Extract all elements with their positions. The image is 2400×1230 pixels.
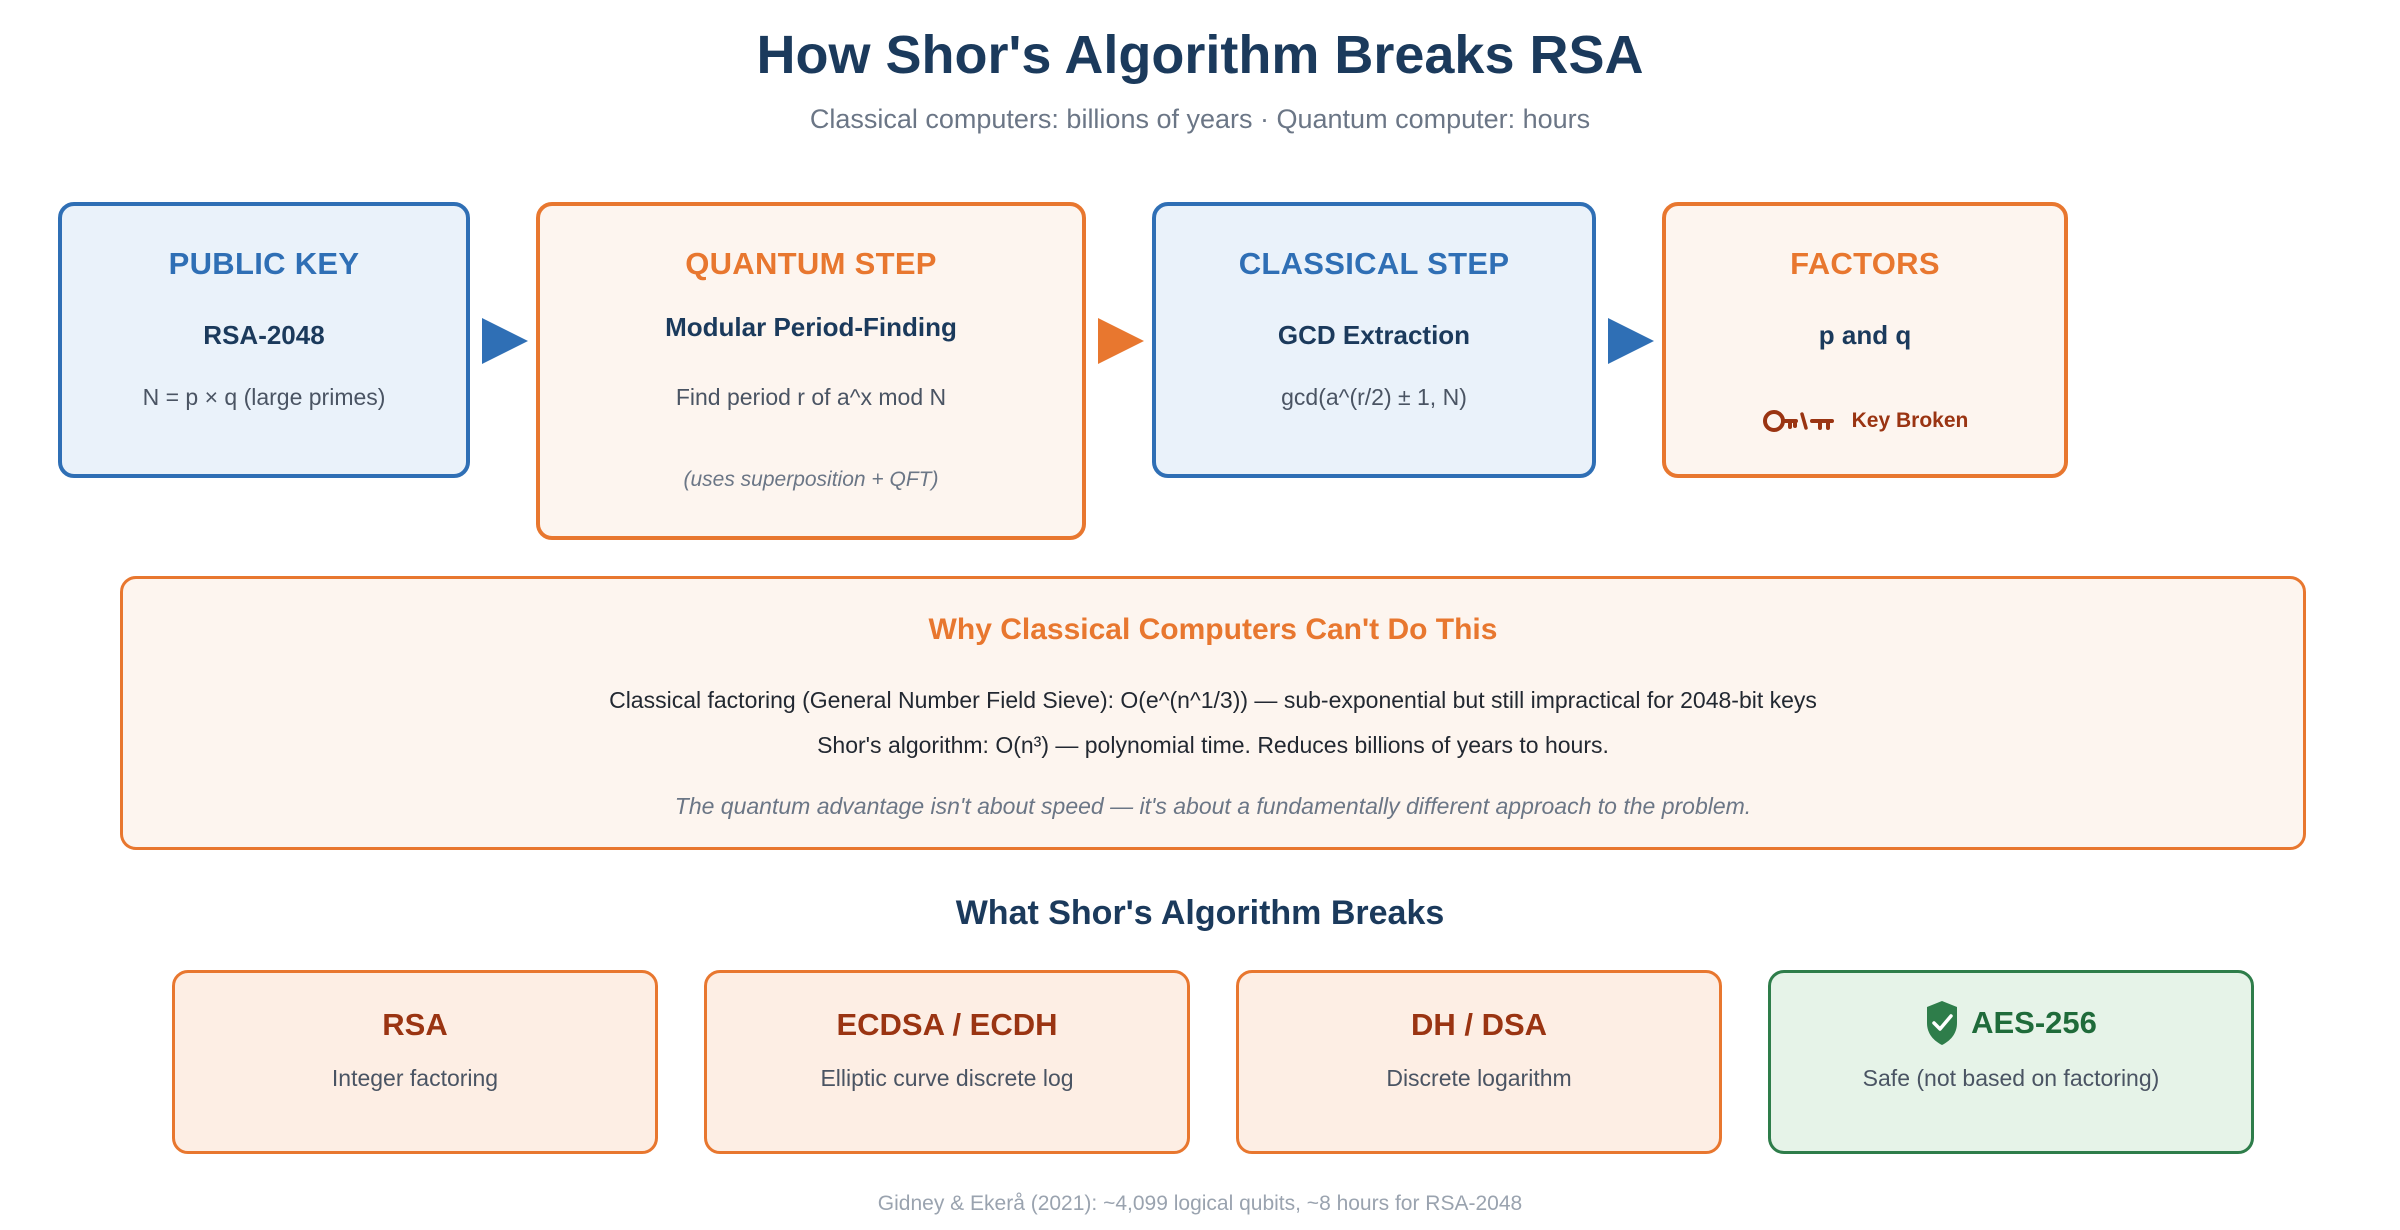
safe-card-aes: AES-256 Safe (not based on factoring) [1768, 970, 2254, 1154]
public-key-heading: PUBLIC KEY [168, 246, 360, 281]
why-classical-box: Why Classical Computers Can't Do This Cl… [120, 576, 2306, 850]
breaks-title: What Shor's Algorithm Breaks [955, 894, 1445, 932]
why-heading: Why Classical Computers Can't Do This [928, 613, 1498, 646]
break-card-ecdsa: ECDSA / ECDH Elliptic curve discrete log [704, 970, 1190, 1154]
classical-step-subheading: GCD Extraction [1277, 320, 1471, 350]
aes-title-row: AES-256 [1771, 999, 2251, 1047]
quantum-step-heading: QUANTUM STEP [685, 246, 937, 281]
footnote: Gidney & Ekerå (2021): ~4,099 logical qu… [877, 1192, 1523, 1215]
broken-key-icon [1762, 410, 1834, 432]
break-card-dh-dsa: DH / DSA Discrete logarithm [1236, 970, 1722, 1154]
break-description: Elliptic curve discrete log [820, 1065, 1074, 1091]
factors-card: FACTORS p and q Key Broken [1662, 202, 2068, 478]
quantum-step-note: (uses superposition + QFT) [683, 468, 939, 491]
quantum-advantage-note: The quantum advantage isn't about speed … [674, 793, 1752, 819]
break-card-rsa: RSA Integer factoring [172, 970, 658, 1154]
quantum-step-card: QUANTUM STEP Modular Period-Finding Find… [536, 202, 1086, 540]
factors-heading: FACTORS [1790, 246, 1940, 281]
page-subtitle: Classical computers: billions of years ·… [809, 104, 1591, 134]
quantum-step-subheading: Modular Period-Finding [665, 312, 957, 342]
safe-description: Safe (not based on factoring) [1862, 1065, 2160, 1091]
key-broken-label: Key Broken [1851, 409, 1969, 432]
shield-check-icon [1927, 1001, 1958, 1045]
classical-complexity-line: Classical factoring (General Number Fiel… [609, 687, 1817, 713]
shor-complexity-line: Shor's algorithm: O(n³) — polynomial tim… [817, 732, 1609, 758]
classical-step-description: gcd(a^(r/2) ± 1, N) [1281, 384, 1467, 410]
public-key-card: PUBLIC KEY RSA-2048 N = p × q (large pri… [58, 202, 470, 478]
quantum-step-description: Find period r of a^x mod N [675, 384, 947, 410]
break-name: ECDSA / ECDH [836, 1007, 1058, 1042]
factors-subheading: p and q [1818, 320, 1912, 350]
key-broken-status: Key Broken [1666, 406, 2064, 436]
break-name: DH / DSA [1410, 1007, 1548, 1042]
break-name: RSA [382, 1007, 448, 1042]
flow-arrow-3 [1608, 318, 1654, 364]
break-description: Discrete logarithm [1386, 1065, 1572, 1091]
classical-step-heading: CLASSICAL STEP [1238, 246, 1510, 281]
break-description: Integer factoring [331, 1065, 499, 1091]
safe-name: AES-256 [1971, 1005, 2097, 1040]
page-title: How Shor's Algorithm Breaks RSA [756, 25, 1644, 85]
flow-arrow-1 [482, 318, 528, 364]
public-key-description: N = p × q (large primes) [142, 384, 386, 410]
classical-step-card: CLASSICAL STEP GCD Extraction gcd(a^(r/2… [1152, 202, 1596, 478]
public-key-subheading: RSA-2048 [203, 320, 325, 350]
flow-arrow-2 [1098, 318, 1144, 364]
